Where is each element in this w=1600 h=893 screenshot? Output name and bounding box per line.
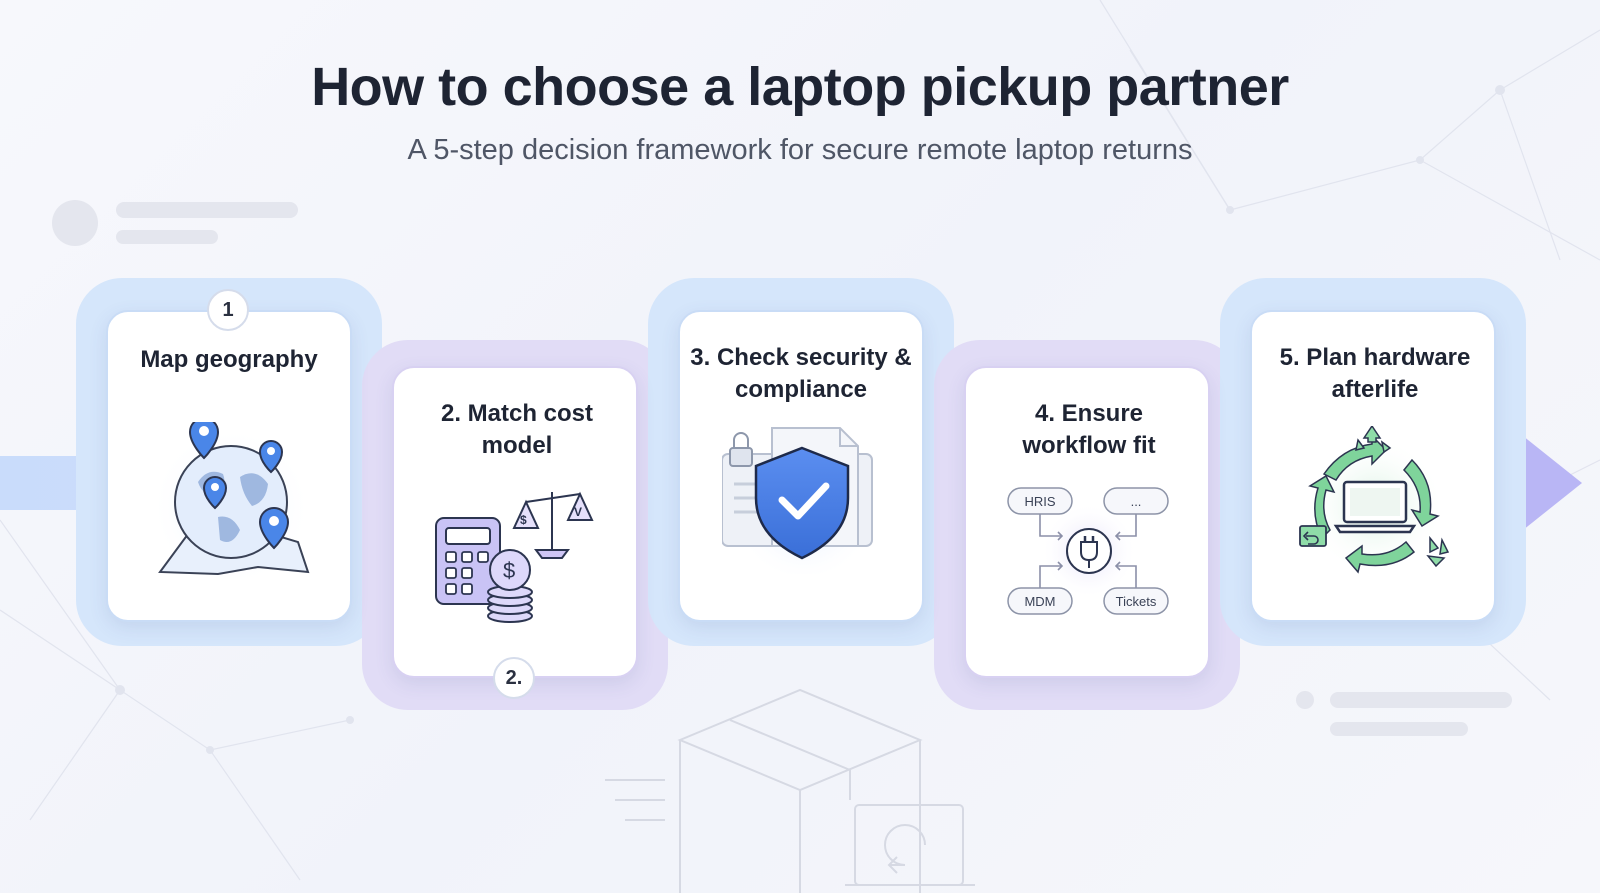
flow-arrow-head: [1518, 432, 1582, 534]
skeleton-line: [116, 230, 218, 244]
step-label: 4. Ensure workflow fit: [1022, 400, 1156, 459]
step-card-5: 5. Plan hardware afterlife: [1250, 310, 1496, 622]
step-label: Map geography: [140, 346, 318, 373]
step-badge-1: 1: [207, 289, 249, 331]
page-subtitle: A 5-step decision framework for secure r…: [407, 134, 1193, 166]
step-card-4: 4. Ensure workflow fit HRIS ... MD: [964, 366, 1210, 678]
step-badge-2: 2.: [493, 657, 535, 699]
skeleton-line: [1330, 722, 1468, 736]
svg-text:V: V: [574, 505, 582, 519]
svg-text:$: $: [503, 558, 515, 583]
step-card-1: Map geography: [106, 310, 352, 622]
svg-text:$: $: [520, 513, 527, 527]
skeleton-line: [116, 202, 298, 218]
chip-label: HRIS: [1024, 494, 1055, 509]
skeleton-dot: [1296, 691, 1314, 709]
step-card-3: 3. Check security & compliance: [678, 310, 924, 622]
chip-label: MDM: [1024, 594, 1055, 609]
recycle-laptop-icon: [1299, 426, 1450, 576]
step-card-2: 2. Match cost model $ V $: [392, 366, 638, 678]
page-title: How to choose a laptop pickup partner: [311, 57, 1289, 117]
step-label: 5. Plan hardware afterlife: [1279, 344, 1471, 403]
step-label: 3. Check security & compliance: [690, 344, 912, 403]
globe-map-pins-icon: [151, 422, 311, 587]
step-label: 2. Match cost model: [440, 400, 594, 459]
integration-plug-icon: HRIS ... MDM Tickets: [1007, 487, 1169, 615]
skeleton-avatar: [52, 200, 98, 246]
calculator-scale-coins-icon: $ V $: [435, 491, 594, 623]
skeleton-line: [1330, 692, 1512, 708]
chip-label: Tickets: [1116, 594, 1157, 609]
chip-label: ...: [1131, 494, 1142, 509]
shield-check-icon: [722, 427, 876, 574]
